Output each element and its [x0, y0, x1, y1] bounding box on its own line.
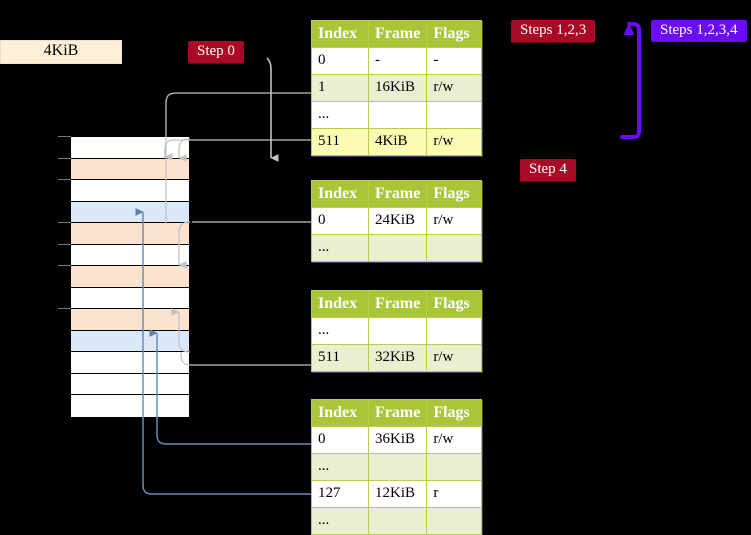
- table-cell: r/w: [426, 74, 483, 102]
- table-cell: ...: [311, 507, 369, 535]
- table-cell: 511: [311, 128, 369, 156]
- memory-row: [71, 352, 189, 374]
- table-cell: r/w: [426, 344, 483, 372]
- table-row[interactable]: ...: [311, 101, 483, 129]
- memory-row: [71, 244, 189, 266]
- table-cell: 0: [311, 207, 369, 235]
- table-cell: 32KiB: [367, 344, 428, 372]
- step-4-badge: Step 4: [520, 159, 576, 181]
- table-cell: [367, 453, 428, 481]
- table-cell: -: [367, 47, 428, 75]
- table-cell: [426, 317, 483, 345]
- column-header-frame: Frame: [367, 290, 428, 318]
- table-cell: r/w: [426, 426, 483, 454]
- table-row[interactable]: ...: [311, 317, 483, 345]
- table-row[interactable]: ...: [311, 507, 483, 535]
- table-cell: 24KiB: [367, 207, 428, 235]
- steps-1234-badge: Steps 1,2,3,4: [651, 20, 747, 42]
- memory-row: [71, 309, 189, 331]
- memory-row-tick: [58, 243, 71, 245]
- connector-frame-to-memory: [266, 57, 279, 162]
- table-cell: r/w: [426, 128, 483, 156]
- table-cell: ...: [311, 453, 369, 481]
- table-row[interactable]: ...: [311, 453, 483, 481]
- memory-row-tick: [58, 222, 71, 223]
- column-header-index: Index: [311, 290, 369, 318]
- frame-size-label: 4KiB: [0, 40, 122, 64]
- column-header-index: Index: [311, 399, 369, 427]
- memory-row: [71, 395, 189, 417]
- table-cell: 4KiB: [367, 128, 428, 156]
- purple-step-bracket: [620, 22, 641, 139]
- table-cell: [367, 507, 428, 535]
- memory-row: [71, 373, 189, 395]
- column-header-index: Index: [311, 20, 369, 48]
- table-cell: r: [426, 480, 483, 508]
- memory-row: [71, 330, 189, 352]
- column-header-flags: Flags: [426, 20, 483, 48]
- memory-row: [71, 201, 189, 223]
- column-header-frame: Frame: [367, 20, 428, 48]
- steps-123-badge: Steps 1,2,3: [511, 20, 596, 42]
- table-cell: ...: [311, 317, 369, 345]
- table-cell: [426, 453, 483, 481]
- table-cell: 511: [311, 344, 369, 372]
- memory-row-tick: [58, 308, 71, 309]
- column-header-flags: Flags: [426, 290, 483, 318]
- table-cell: ...: [311, 101, 369, 129]
- column-header-frame: Frame: [367, 180, 428, 208]
- memory-row-tick: [58, 265, 71, 266]
- memory-row-tick: [58, 179, 71, 180]
- table-row[interactable]: ...: [311, 234, 483, 262]
- memory-row: [71, 137, 189, 159]
- table-cell: [367, 101, 428, 129]
- memory-row: [71, 287, 189, 309]
- table-cell: [426, 101, 483, 129]
- connector-l2-to-memory: [180, 352, 311, 366]
- table-cell: 16KiB: [367, 74, 428, 102]
- memory-row: [71, 223, 189, 245]
- memory-row: [71, 266, 189, 288]
- physical-memory-grid: [70, 136, 190, 417]
- table-cell: 0: [311, 47, 369, 75]
- column-header-frame: Frame: [367, 399, 428, 427]
- column-header-flags: Flags: [426, 180, 483, 208]
- memory-row-tick: [58, 157, 71, 159]
- step-0-badge: Step 0: [188, 41, 244, 63]
- table-cell: 36KiB: [367, 426, 428, 454]
- table-cell: r/w: [426, 207, 483, 235]
- table-cell: 0: [311, 426, 369, 454]
- table-cell: -: [426, 47, 483, 75]
- table-cell: [367, 317, 428, 345]
- column-header-index: Index: [311, 180, 369, 208]
- table-cell: [367, 234, 428, 262]
- memory-row: [71, 158, 189, 180]
- table-cell: 12KiB: [367, 480, 428, 508]
- table-cell: 127: [311, 480, 369, 508]
- table-cell: [426, 507, 483, 535]
- table-cell: 1: [311, 74, 369, 102]
- table-row[interactable]: 0--: [311, 47, 483, 75]
- table-cell: ...: [311, 234, 369, 262]
- memory-row-tick: [58, 136, 71, 137]
- table-cell: [426, 234, 483, 262]
- column-header-flags: Flags: [426, 399, 483, 427]
- memory-row: [71, 180, 189, 202]
